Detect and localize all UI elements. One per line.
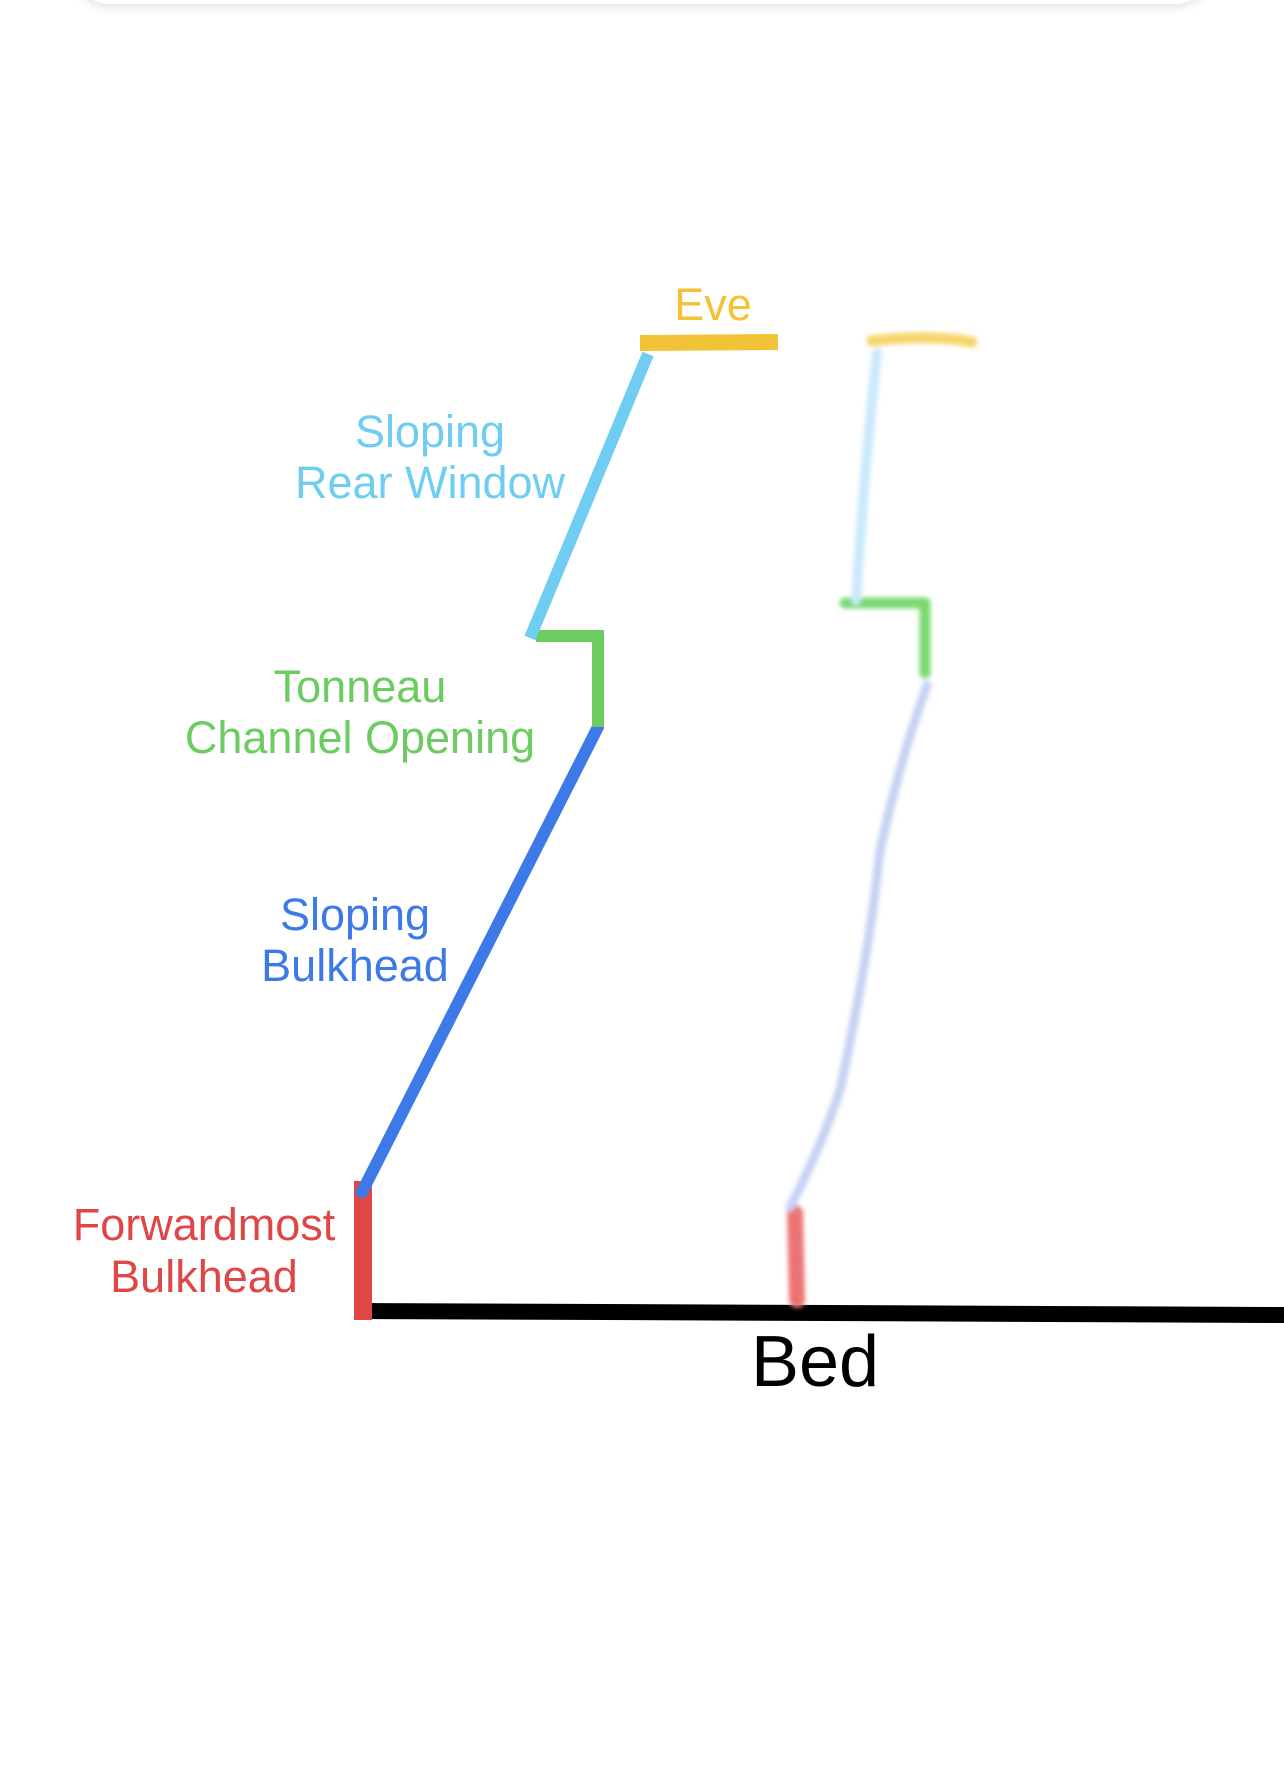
faded-forwardmost-bulkhead	[787, 1205, 805, 1308]
sloping-rear-window-line	[524, 351, 654, 641]
tonneau-label-line1: Tonneau	[274, 661, 447, 712]
sloping-bulkhead-label-line1: Sloping	[280, 889, 430, 940]
faded-comparison-profile	[785, 332, 978, 1308]
faded-eve	[866, 332, 978, 348]
rear-window-label-line2: Rear Window	[295, 457, 566, 508]
faded-tonneau-channel	[839, 597, 931, 679]
bed-label: Bed	[751, 1322, 879, 1402]
forwardmost-bulkhead-label-line2: Bulkhead	[110, 1251, 298, 1302]
tonneau-channel-opening-line	[536, 630, 604, 727]
bed-line	[362, 1303, 1284, 1323]
faded-sloping-bulkhead	[785, 680, 932, 1212]
forwardmost-bulkhead-label-line1: Forwardmost	[73, 1199, 336, 1250]
eve-label: Eve	[674, 279, 752, 330]
sloping-bulkhead-line	[356, 721, 604, 1198]
sloping-bulkhead-label-line2: Bulkhead	[261, 940, 449, 991]
eve-line	[639, 334, 779, 351]
top-card-edge	[70, 0, 1214, 4]
faded-rear-window	[851, 348, 882, 605]
rear-window-label-line1: Sloping	[355, 406, 505, 457]
tonneau-label-line2: Channel Opening	[185, 712, 535, 763]
